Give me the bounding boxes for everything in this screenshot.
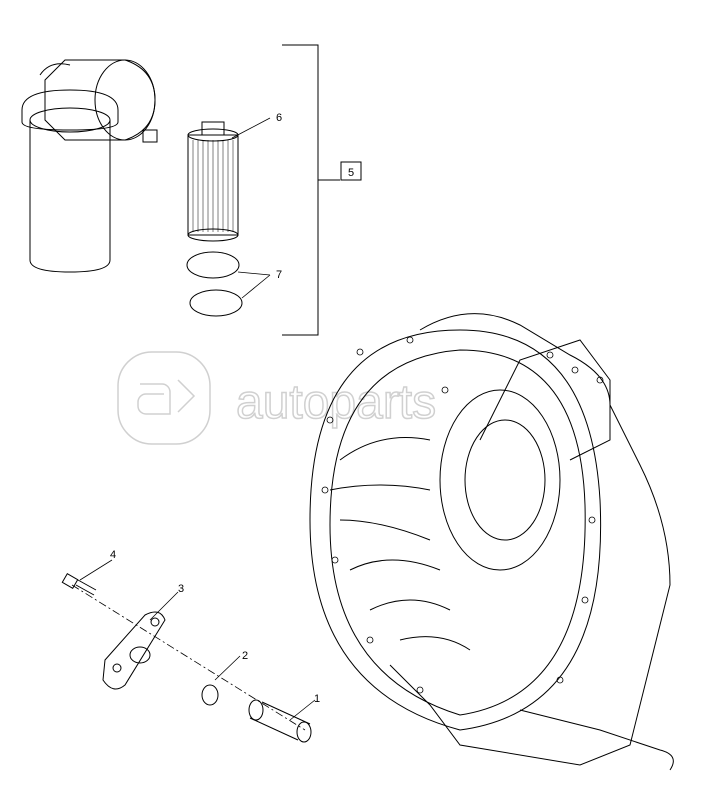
callout-6: 6: [276, 112, 282, 124]
o-ring-lower: [189, 289, 243, 317]
assembly-bracket: [282, 44, 340, 336]
callout-5: 5: [348, 167, 354, 179]
callout-1: 1: [314, 693, 320, 705]
watermark-logo: autoparts: [117, 351, 437, 445]
o-ring-upper: [186, 251, 240, 279]
callout-7: 7: [276, 269, 282, 281]
callout-3: 3: [178, 583, 184, 595]
filter-element: [187, 121, 239, 242]
watermark-text: autoparts: [236, 376, 436, 429]
callout-box-5: [340, 161, 362, 181]
callout-4: 4: [110, 549, 116, 561]
small-o-ring: [201, 684, 219, 706]
callout-2: 2: [242, 650, 248, 662]
bolt: [61, 572, 97, 596]
tube: [248, 699, 312, 743]
assembly-axis: [71, 584, 306, 731]
transmission-housing: [309, 313, 674, 771]
filter-housing: [21, 59, 158, 273]
flange-cover: [102, 611, 166, 690]
